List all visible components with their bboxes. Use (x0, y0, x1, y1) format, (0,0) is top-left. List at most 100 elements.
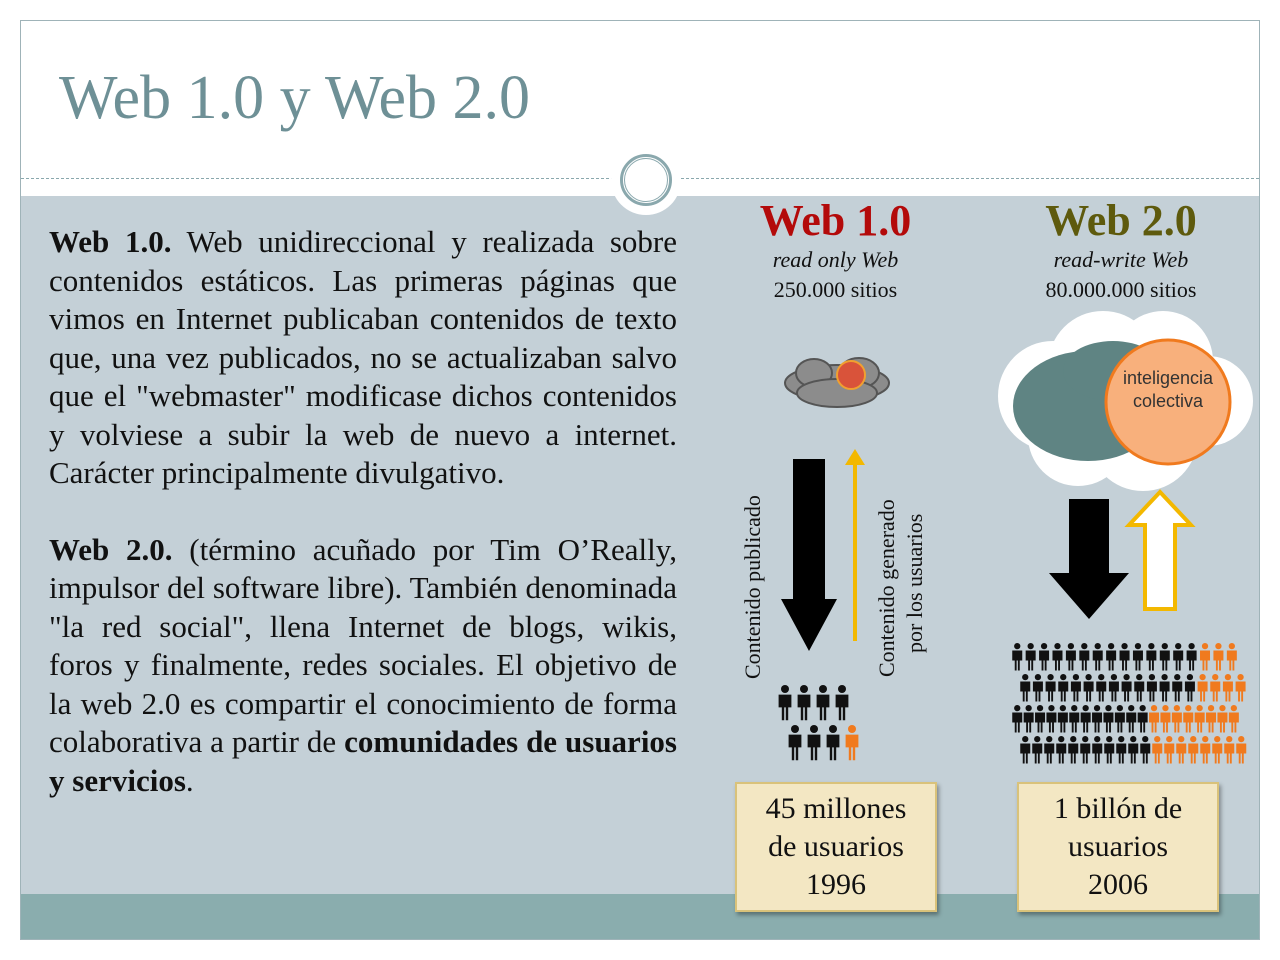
person-icon (1032, 674, 1043, 702)
web2-term: Web 2.0. (49, 531, 173, 567)
person-icon (1197, 674, 1208, 702)
person-icon (1039, 643, 1050, 671)
person-icon (1226, 643, 1237, 671)
person-icon (1023, 705, 1034, 733)
web1-box-line3: 1996 (806, 868, 866, 901)
person-icon (845, 725, 859, 761)
web2-heading: Web 2.0 (1045, 196, 1197, 245)
person-icon (1020, 674, 1031, 702)
web1-subtitle: read only Web (772, 247, 899, 272)
web1-users-box: 45 millones de usuarios 1996 (735, 782, 937, 912)
person-icon (1121, 674, 1132, 702)
web1-box-line2: de usuarios (768, 830, 904, 863)
web1-box-line1: 45 millones (765, 792, 907, 825)
person-icon (1186, 643, 1197, 671)
web2-box-line1: 1 billón de (1053, 792, 1183, 825)
person-icon (1046, 705, 1057, 733)
person-icon (1056, 736, 1067, 764)
arrow-down-large-icon (1049, 499, 1129, 619)
web1-heading: Web 1.0 (759, 196, 912, 245)
person-icon (1103, 705, 1114, 733)
person-icon (807, 725, 821, 761)
web2-box-line2: usuarios (1068, 830, 1168, 863)
person-icon (1146, 674, 1157, 702)
person-icon (1176, 736, 1187, 764)
person-icon (1146, 643, 1157, 671)
person-icon (1092, 705, 1103, 733)
person-icon (1025, 643, 1036, 671)
slide-title: Web 1.0 y Web 2.0 (59, 64, 531, 132)
person-icon (1160, 705, 1171, 733)
web2-subtitle: read-write Web (1053, 247, 1189, 272)
person-icon (1235, 674, 1246, 702)
person-icon (1200, 736, 1211, 764)
arrow-up-thin-icon (845, 449, 865, 641)
person-icon (1020, 736, 1031, 764)
person-icon (1171, 705, 1182, 733)
web2-emphasis: comunidades de usuarios y servicios (49, 724, 677, 798)
web1-description: Web unidireccional y realizada sobre con… (49, 224, 678, 490)
person-icon (1132, 643, 1143, 671)
person-icon (1012, 705, 1023, 733)
person-icon (1159, 643, 1170, 671)
web2-sites: 80.000.000 sitios (1045, 277, 1197, 302)
person-icon (1173, 643, 1184, 671)
ornament-ring (620, 154, 672, 206)
person-icon (1213, 643, 1224, 671)
person-icon (1172, 674, 1183, 702)
person-icon (1116, 736, 1127, 764)
slide-frame: Web 1.0 y Web 2.0 Web 1.0. Web unidirecc… (20, 20, 1260, 940)
person-icon (1210, 674, 1221, 702)
person-icon (1044, 736, 1055, 764)
person-icon (1052, 643, 1063, 671)
person-icon (1119, 643, 1130, 671)
person-icon (1228, 705, 1239, 733)
person-icon (1035, 705, 1046, 733)
person-icon (816, 685, 830, 721)
label-contenido-publicado: Contenido publicado (740, 495, 765, 679)
large-cloud-icon (998, 311, 1253, 491)
web1-paragraph: Web 1.0. Web unidireccional y realizada … (49, 223, 677, 493)
person-icon (826, 725, 840, 761)
person-icon (1057, 705, 1068, 733)
person-icon (1080, 705, 1091, 733)
person-icon (1032, 736, 1043, 764)
web1-term: Web 1.0. (49, 224, 172, 259)
body-text: Web 1.0. Web unidireccional y realizada … (49, 223, 677, 838)
person-icon (1164, 736, 1175, 764)
person-icon (788, 725, 802, 761)
web2-box-line3: 2006 (1088, 868, 1148, 901)
person-icon (1106, 643, 1117, 671)
person-icon (1045, 674, 1056, 702)
person-icon (778, 685, 792, 721)
person-icon (1188, 736, 1199, 764)
person-icon (1065, 643, 1076, 671)
person-icon (1159, 674, 1170, 702)
person-icon (1080, 736, 1091, 764)
person-icon (1079, 643, 1090, 671)
person-icon (1069, 705, 1080, 733)
person-icon (1149, 705, 1160, 733)
web2-period: . (185, 762, 194, 798)
ornament-inner-ring (624, 158, 668, 202)
person-icon (1104, 736, 1115, 764)
person-icon (1212, 736, 1223, 764)
person-icon (1092, 643, 1103, 671)
person-icon (1152, 736, 1163, 764)
person-icon (1200, 643, 1211, 671)
person-icon (1222, 674, 1233, 702)
small-cloud-icon (784, 357, 890, 408)
person-icon (1058, 674, 1069, 702)
person-icon (1083, 674, 1094, 702)
people-group-web1 (778, 685, 859, 761)
person-icon (1128, 736, 1139, 764)
person-icon (797, 685, 811, 721)
person-icon (1070, 674, 1081, 702)
person-icon (1114, 705, 1125, 733)
web2-description: (término acuñado por Tim O’Really, impul… (49, 531, 677, 760)
person-icon (1012, 643, 1023, 671)
person-icon (1184, 674, 1195, 702)
person-icon (835, 685, 849, 721)
person-icon (1137, 705, 1148, 733)
web1-sites: 250.000 sitios (773, 277, 898, 302)
